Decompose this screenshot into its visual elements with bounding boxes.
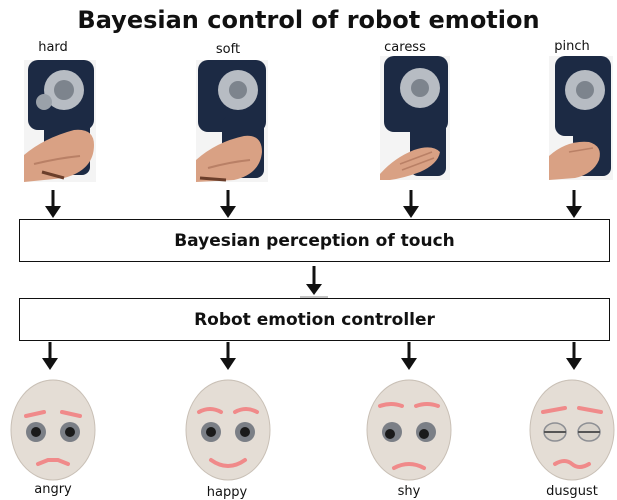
touch-label-pinch: pinch	[554, 39, 590, 54]
perception-box: Bayesian perception of touch	[19, 219, 610, 262]
arrow-down-icon	[566, 342, 582, 370]
arrow-down-icon	[42, 342, 58, 370]
touch-photo-soft	[196, 60, 268, 182]
robot-face-disgust	[529, 379, 615, 481]
touch-photo-caress	[380, 56, 450, 180]
touch-label-hard: hard	[38, 40, 68, 55]
arrow-down-icon	[300, 266, 328, 298]
touch-photo-hard	[24, 60, 96, 182]
touch-photo-pinch	[549, 56, 613, 180]
emotion-label-angry: angry	[34, 482, 72, 497]
controller-box: Robot emotion controller	[19, 298, 610, 341]
robot-face-happy	[185, 379, 271, 481]
arrow-down-icon	[220, 190, 236, 218]
arrow-down-icon	[566, 190, 582, 218]
arrow-down-icon	[220, 342, 236, 370]
touch-label-caress: caress	[384, 40, 426, 55]
robot-face-shy	[366, 379, 452, 481]
arrow-down-icon	[403, 190, 419, 218]
emotion-label-shy: shy	[397, 484, 421, 499]
touch-label-soft: soft	[215, 42, 241, 57]
robot-face-angry	[10, 379, 96, 481]
arrow-down-icon	[401, 342, 417, 370]
diagram-title: Bayesian control of robot emotion	[77, 6, 540, 34]
emotion-label-dusgust: dusgust	[546, 484, 598, 499]
emotion-label-happy: happy	[206, 485, 248, 500]
arrow-down-icon	[45, 190, 61, 218]
